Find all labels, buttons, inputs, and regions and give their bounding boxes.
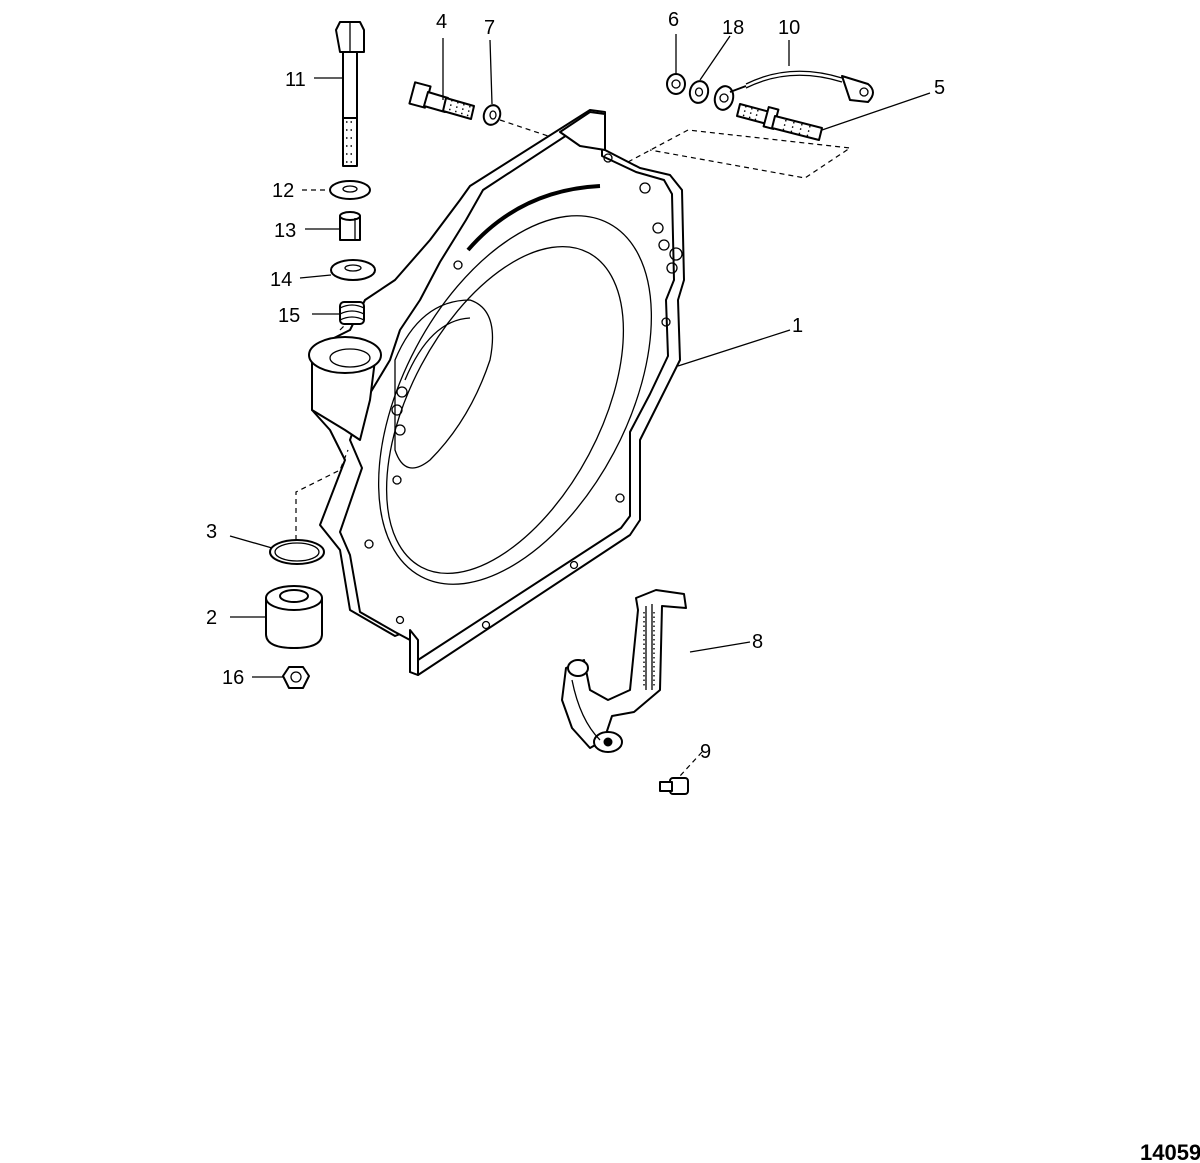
bolt-4 — [408, 81, 475, 120]
callout-18: 18 — [722, 17, 744, 39]
mount-boss — [308, 336, 382, 441]
washer-18 — [688, 80, 710, 104]
callout-12: 12 — [272, 180, 294, 202]
callout-15: 15 — [278, 305, 300, 327]
mount-cushion-2 — [265, 585, 323, 649]
spring-15 — [339, 301, 365, 325]
callout-3: 3 — [206, 521, 217, 543]
sleeve-13 — [339, 211, 361, 241]
callout-14: 14 — [270, 269, 292, 291]
stud-5 — [736, 103, 823, 141]
bracket-8 — [561, 589, 687, 753]
callout-4: 4 — [436, 11, 447, 33]
screw-9 — [659, 777, 689, 795]
callout-2: 2 — [206, 607, 217, 629]
bolt-holes — [364, 153, 683, 630]
washer-7 — [482, 104, 502, 126]
callout-7: 7 — [484, 17, 495, 39]
callout-13: 13 — [274, 220, 296, 242]
washer-14 — [330, 259, 376, 281]
callout-8: 8 — [752, 631, 763, 653]
ring-3 — [269, 539, 325, 565]
nut-16 — [282, 666, 310, 689]
callout-labels: 1 2 3 4 5 6 7 8 9 10 11 12 13 14 15 16 1… — [206, 9, 945, 763]
long-bolt — [335, 21, 365, 167]
callout-10: 10 — [778, 17, 800, 39]
ground-cable-10 — [713, 70, 874, 111]
flywheel-housing — [308, 109, 685, 676]
callout-9: 9 — [700, 741, 711, 763]
callout-11: 11 — [285, 69, 306, 91]
leader-lines — [229, 34, 931, 777]
callout-5: 5 — [934, 77, 945, 99]
callout-1: 1 — [792, 315, 803, 337]
callout-6: 6 — [668, 9, 679, 31]
nut-6 — [666, 73, 686, 95]
figure-number: 14059 — [1140, 1140, 1200, 1163]
washer-12 — [329, 180, 371, 200]
callout-16: 16 — [222, 667, 244, 689]
